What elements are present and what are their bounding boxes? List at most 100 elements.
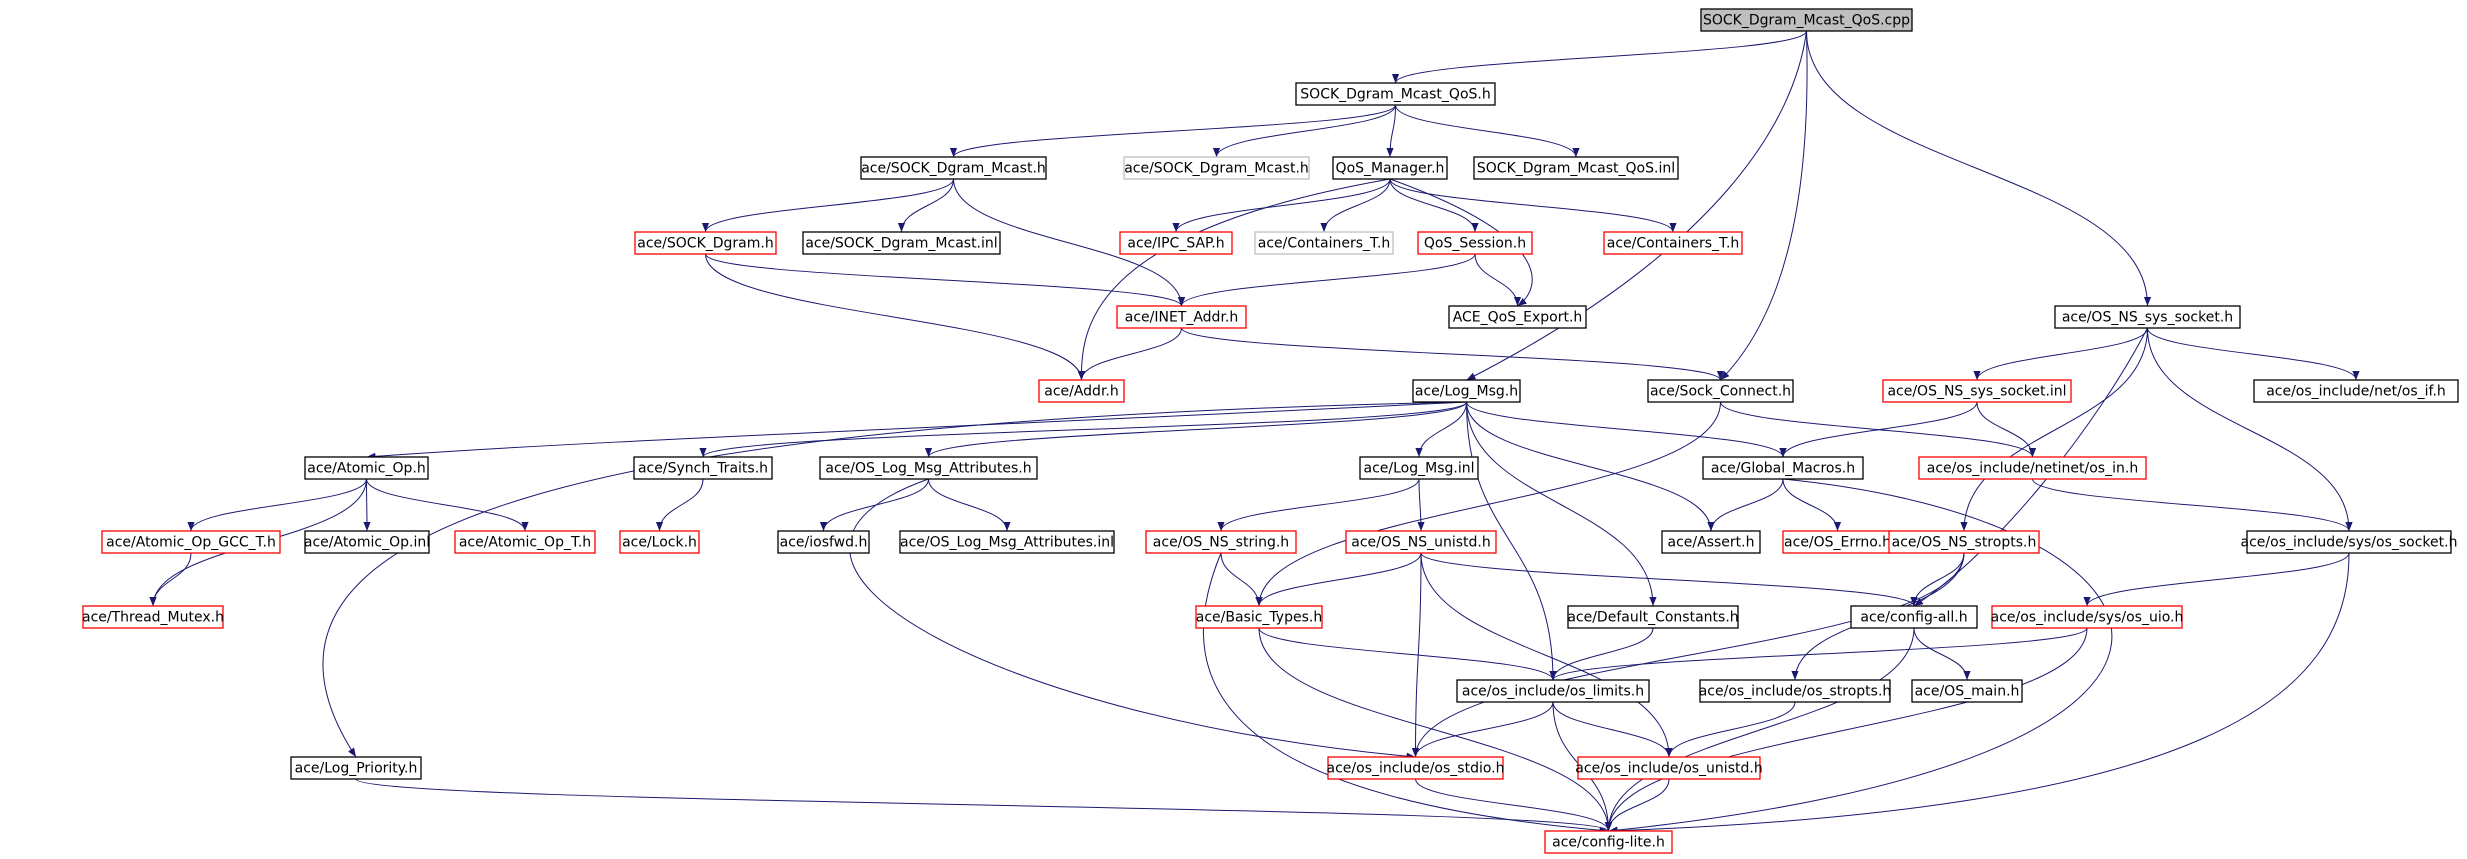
node-lock[interactable]: ace/Lock.h <box>619 530 700 554</box>
edge-qos_h-to-mcast_h_gray <box>1212 104 1396 158</box>
edge-osuio-to-oslimits <box>1549 627 2088 681</box>
node-osstdio[interactable]: ace/os_include/os_stdio.h <box>1327 756 1505 780</box>
edge-logattr-to-logattr_inl <box>928 478 1011 532</box>
node-configlite[interactable]: ace/config-lite.h <box>1544 830 1673 854</box>
node-inet[interactable]: ace/INET_Addr.h <box>1116 305 1247 329</box>
edge-qosmgr-to-cont_gray <box>1320 178 1391 233</box>
node-qossess[interactable]: QoS_Session.h <box>1417 231 1533 255</box>
node-configall[interactable]: ace/config-all.h <box>1850 605 1978 629</box>
node-mcast-h[interactable]: ace/SOCK_Dgram_Mcast.h <box>860 156 1047 180</box>
edge-root-to-nssock <box>1806 30 2152 307</box>
edge-nssock-to-osif <box>2147 327 2360 381</box>
edge-qos_h-to-qosmgr <box>1386 104 1396 158</box>
node-cont-gray[interactable]: ace/Containers_T.h <box>1254 231 1394 255</box>
node-sockconn[interactable]: ace/Sock_Connect.h <box>1647 379 1794 403</box>
node-ipcsap[interactable]: ace/IPC_SAP.h <box>1119 231 1233 255</box>
node-label: ace/Atomic_Op.inl <box>304 535 430 551</box>
edge-osunistd-to-configlite <box>1604 778 1670 832</box>
node-label: ace/IPC_SAP.h <box>1127 236 1224 252</box>
edge-synch-to-lock <box>655 478 704 532</box>
edge-ossocket-to-configlite <box>1608 552 2350 835</box>
edge-configall-to-osmain <box>1913 627 1971 681</box>
node-synch[interactable]: ace/Synch_Traits.h <box>633 456 773 480</box>
edge-mcast_h-to-sockdgram <box>701 178 954 233</box>
node-osunistd[interactable]: ace/os_include/os_unistd.h <box>1575 756 1763 780</box>
node-label: ace/OS_Log_Msg_Attributes.inl <box>900 535 1114 551</box>
node-box <box>304 530 430 554</box>
node-box <box>1345 530 1497 554</box>
edge-nsstring-to-basic <box>1220 552 1263 607</box>
edge-logmsg-to-synch <box>699 401 1467 458</box>
node-gcc[interactable]: ace/Atomic_Op_GCC_T.h <box>101 530 281 554</box>
node-box <box>1544 830 1673 854</box>
node-box <box>1417 231 1533 255</box>
node-box <box>777 530 870 554</box>
edge-qossess-to-qosexp <box>1474 253 1522 307</box>
node-osin[interactable]: ace/os_include/netinet/os_in.h <box>1918 456 2147 480</box>
edge-logmsg-to-atomic <box>366 401 1467 460</box>
node-mutex[interactable]: ace/Thread_Mutex.h <box>82 605 224 629</box>
node-iosfwd[interactable]: ace/iosfwd.h <box>777 530 870 554</box>
node-osmain[interactable]: ace/OS_main.h <box>1911 679 2023 703</box>
node-qos-h[interactable]: SOCK_Dgram_Mcast_QoS.h <box>1295 82 1496 106</box>
node-nssock-inl[interactable]: ace/OS_NS_sys_socket.inl <box>1882 379 2072 403</box>
node-atomic[interactable]: ace/Atomic_Op.h <box>304 456 429 480</box>
node-mcast-h-gray[interactable]: ace/SOCK_Dgram_Mcast.h <box>1123 156 1310 180</box>
node-box <box>1700 8 1913 32</box>
edge-oslimits-to-osstdio <box>1411 701 1554 758</box>
node-logattr[interactable]: ace/OS_Log_Msg_Attributes.h <box>819 456 1038 480</box>
node-box <box>819 456 1038 480</box>
node-atomic-inl[interactable]: ace/Atomic_Op.inl <box>304 530 430 554</box>
node-label: ace/OS_NS_sys_socket.h <box>2062 310 2233 326</box>
node-sockdgram[interactable]: ace/SOCK_Dgram.h <box>634 231 777 255</box>
node-label: ace/iosfwd.h <box>780 535 868 551</box>
node-oserrno[interactable]: ace/OS_Errno.h <box>1782 530 1893 554</box>
node-nsstring[interactable]: ace/OS_NS_string.h <box>1145 530 1297 554</box>
node-nsstropts[interactable]: ace/OS_NS_stropts.h <box>1888 530 2040 554</box>
node-box <box>304 456 429 480</box>
node-qosexp[interactable]: ACE_QoS_Export.h <box>1448 305 1587 329</box>
node-ossocket[interactable]: ace/os_include/sys/os_socket.h <box>2241 530 2458 554</box>
node-box <box>1412 379 1521 403</box>
edge-qosmgr-to-ipcsap <box>1172 178 1391 233</box>
node-nsunistd[interactable]: ace/OS_NS_unistd.h <box>1345 530 1497 554</box>
node-cont-red[interactable]: ace/Containers_T.h <box>1603 231 1743 255</box>
edge-logmsg-to-logattr <box>925 401 1467 458</box>
node-label: ace/os_include/os_limits.h <box>1462 684 1644 700</box>
node-nssock[interactable]: ace/OS_NS_sys_socket.h <box>2054 305 2241 329</box>
node-label: ace/Assert.h <box>1668 535 1755 551</box>
node-box <box>1038 379 1125 403</box>
node-osuio[interactable]: ace/os_include/sys/os_uio.h <box>1991 605 2184 629</box>
node-label: ace/Lock.h <box>622 535 697 551</box>
node-osif[interactable]: ace/os_include/net/os_if.h <box>2253 379 2459 403</box>
node-qosmgr[interactable]: QoS_Manager.h <box>1332 156 1448 180</box>
edge-logmsg-to-defconst <box>1466 401 1657 607</box>
edge-ossocket-to-osuio <box>2083 552 2350 607</box>
node-box <box>1456 679 1650 703</box>
edge-qosmgr-to-qossess <box>1389 178 1479 233</box>
edge-logmsg-to-oslimits <box>1466 401 1557 681</box>
node-logattr-inl[interactable]: ace/OS_Log_Msg_Attributes.inl <box>899 530 1115 554</box>
node-atomic-t[interactable]: ace/Atomic_Op_T.h <box>454 530 596 554</box>
node-basic[interactable]: ace/Basic_Types.h <box>1195 605 1323 629</box>
node-box <box>1448 305 1587 329</box>
node-defconst[interactable]: ace/Default_Constants.h <box>1567 605 1739 629</box>
edge-nsunistd-to-configall <box>1420 552 1918 607</box>
edge-sockdgram-to-inet <box>705 253 1185 307</box>
node-label: ace/SOCK_Dgram_Mcast.h <box>861 161 1046 177</box>
edge-mcast_h-to-inet <box>953 178 1186 307</box>
edge-nssock-to-ossocket <box>2147 327 2353 532</box>
node-osstropts[interactable]: ace/os_include/os_stropts.h <box>1699 679 1892 703</box>
node-oslimits[interactable]: ace/os_include/os_limits.h <box>1456 679 1650 703</box>
node-logmsg-inl[interactable]: ace/Log_Msg.inl <box>1359 456 1479 480</box>
node-qos-inl[interactable]: SOCK_Dgram_Mcast_QoS.inl <box>1473 156 1679 180</box>
node-mcast-inl[interactable]: ace/SOCK_Dgram_Mcast.inl <box>802 231 1001 255</box>
node-label: ace/Addr.h <box>1044 384 1119 400</box>
node-logmsg[interactable]: ace/Log_Msg.h <box>1412 379 1521 403</box>
node-globmac[interactable]: ace/Global_Macros.h <box>1702 456 1864 480</box>
node-box <box>1254 231 1394 255</box>
node-logprio[interactable]: ace/Log_Priority.h <box>290 756 422 780</box>
node-assert[interactable]: ace/Assert.h <box>1661 530 1761 554</box>
node-addr[interactable]: ace/Addr.h <box>1038 379 1125 403</box>
